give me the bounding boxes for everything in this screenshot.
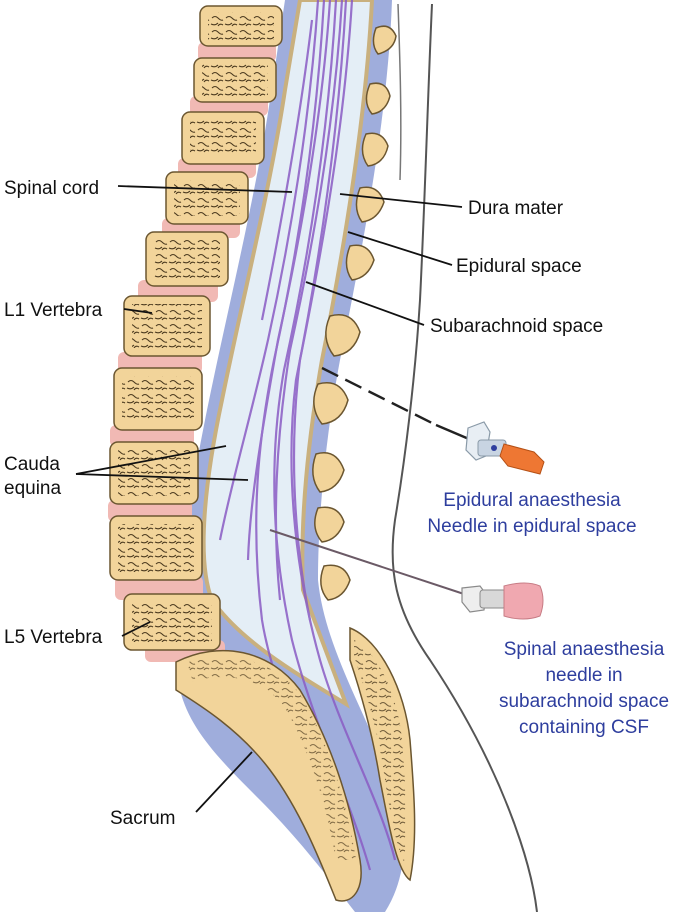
vertebral-column	[108, 5, 362, 902]
label-spinal-cord: Spinal cord	[4, 178, 99, 199]
label-l5-vertebra: L5 Vertebra	[4, 627, 103, 648]
sacrum-bone	[175, 649, 362, 902]
label-subarachnoid-space: Subarachnoid space	[430, 316, 603, 337]
caption-spinal: Spinal anaesthesia needle in subarachnoi…	[499, 639, 669, 738]
label-cauda-equina-line1: Cauda	[4, 454, 60, 475]
caption-epidural-line2: Needle in epidural space	[427, 516, 636, 537]
skin-outline-inner	[397, 3, 402, 181]
caption-spinal-line4: containing CSF	[519, 717, 649, 738]
caption-spinal-line1: Spinal anaesthesia	[504, 639, 665, 660]
label-cauda-equina-line2: equina	[4, 478, 61, 499]
label-epidural-space: Epidural space	[456, 256, 582, 277]
caption-spinal-line3: subarachnoid space	[499, 691, 669, 712]
caption-spinal-line2: needle in	[545, 665, 622, 686]
label-sacrum: Sacrum	[110, 808, 175, 829]
label-dura-mater: Dura mater	[468, 198, 564, 219]
caption-epidural-line1: Epidural anaesthesia	[443, 490, 621, 511]
epidural-needle-icon	[321, 366, 545, 475]
disc	[198, 42, 276, 62]
spinal-needle-icon	[269, 529, 544, 620]
label-l1-vertebra: L1 Vertebra	[4, 300, 103, 321]
leader-lines	[75, 185, 463, 813]
caption-epidural: Epidural anaesthesia Needle in epidural …	[427, 490, 636, 537]
